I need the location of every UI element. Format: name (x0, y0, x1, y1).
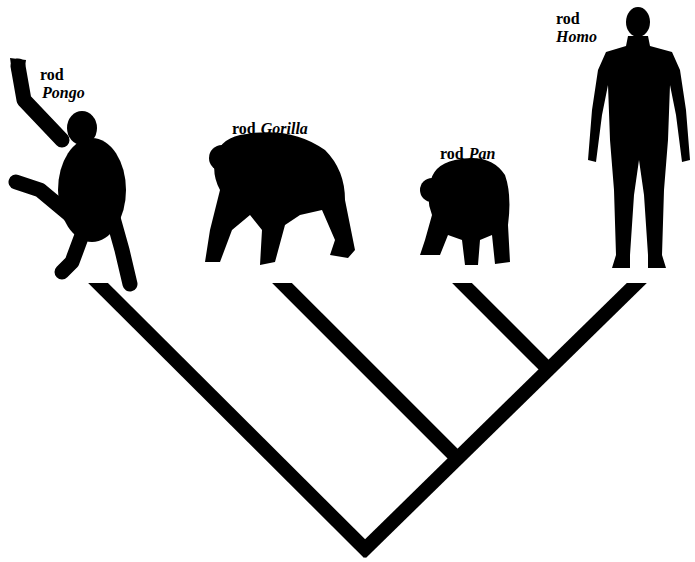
rank-label: rod (556, 10, 580, 28)
tree-branches (90, 283, 645, 553)
rank-label: rod (232, 120, 256, 138)
genus-name: Homo (556, 28, 597, 46)
gorilla-silhouette (205, 132, 355, 265)
rank-label: rod (40, 66, 64, 84)
genus-name: Gorilla (261, 120, 308, 138)
orangutan-silhouette (10, 58, 130, 284)
rank-label: rod (440, 145, 464, 163)
genus-name: Pan (469, 145, 496, 163)
homo-branch (361, 283, 645, 553)
human-silhouette (588, 7, 690, 268)
chimpanzee-silhouette (420, 158, 510, 265)
pan-branch (454, 283, 549, 370)
gorilla-branch (274, 283, 460, 461)
genus-name: Pongo (42, 84, 85, 102)
